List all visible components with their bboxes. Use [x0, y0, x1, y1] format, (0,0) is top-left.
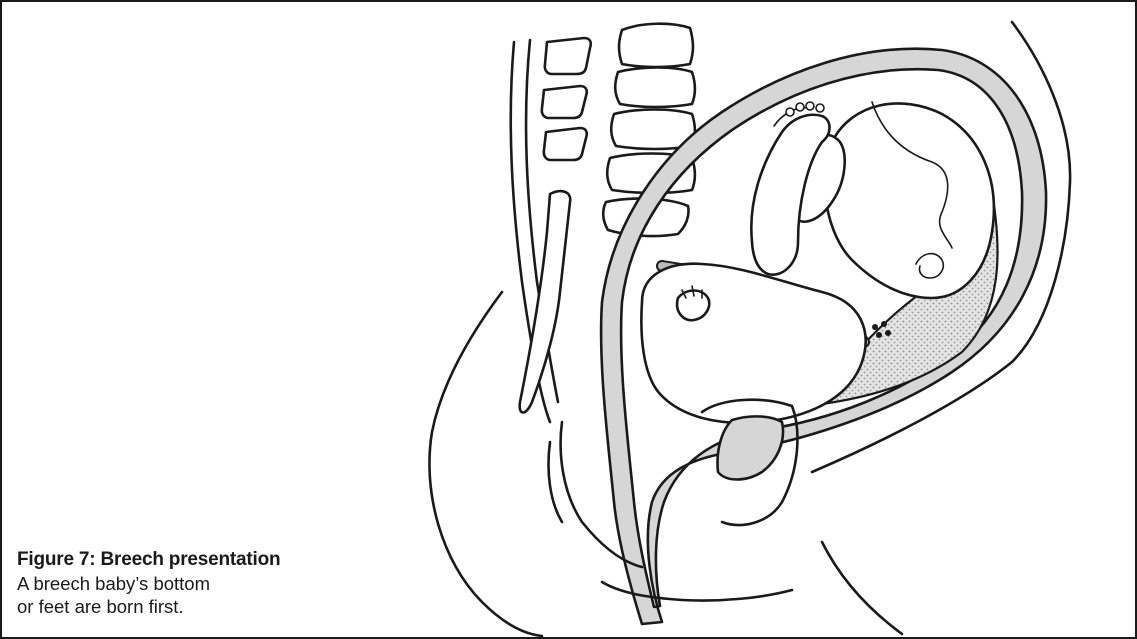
- figure-caption: Figure 7: Breech presentation A breech b…: [17, 548, 337, 618]
- caption-title: Figure 7: Breech presentation: [17, 548, 337, 572]
- baby-head: [825, 103, 994, 298]
- caption-line-2: or feet are born first.: [17, 595, 337, 618]
- bladder: [718, 416, 784, 479]
- caption-line-1: A breech baby’s bottom: [17, 572, 337, 595]
